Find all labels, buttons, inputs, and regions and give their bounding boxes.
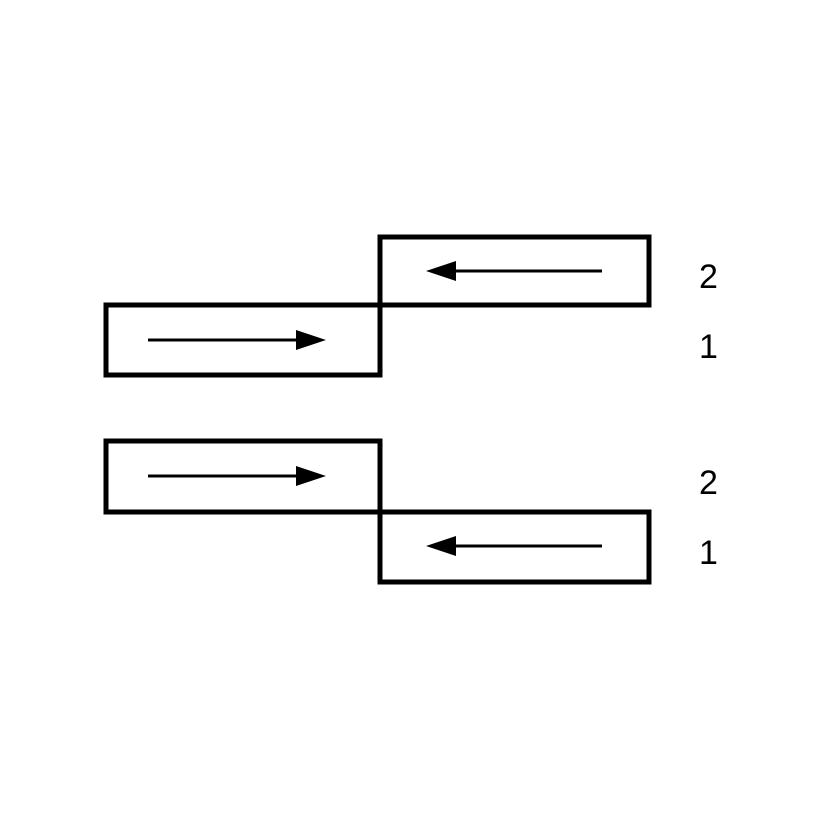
top-figure-layer-1-arrow-icon [148,330,326,350]
bottom-figure-layer-2-arrow-icon [148,466,326,486]
bottom-figure-label-1: 1 [699,534,718,572]
top-figure-label-1: 1 [699,328,718,366]
top-figure-layer-2-arrow-icon [426,261,602,281]
bottom-figure-layer-1-arrow-icon [426,536,602,556]
top-figure: 2 1 [103,234,718,378]
bottom-figure-label-2: 2 [699,464,718,502]
top-figure-label-2: 2 [699,258,718,296]
bottom-figure: 2 1 [103,438,718,585]
